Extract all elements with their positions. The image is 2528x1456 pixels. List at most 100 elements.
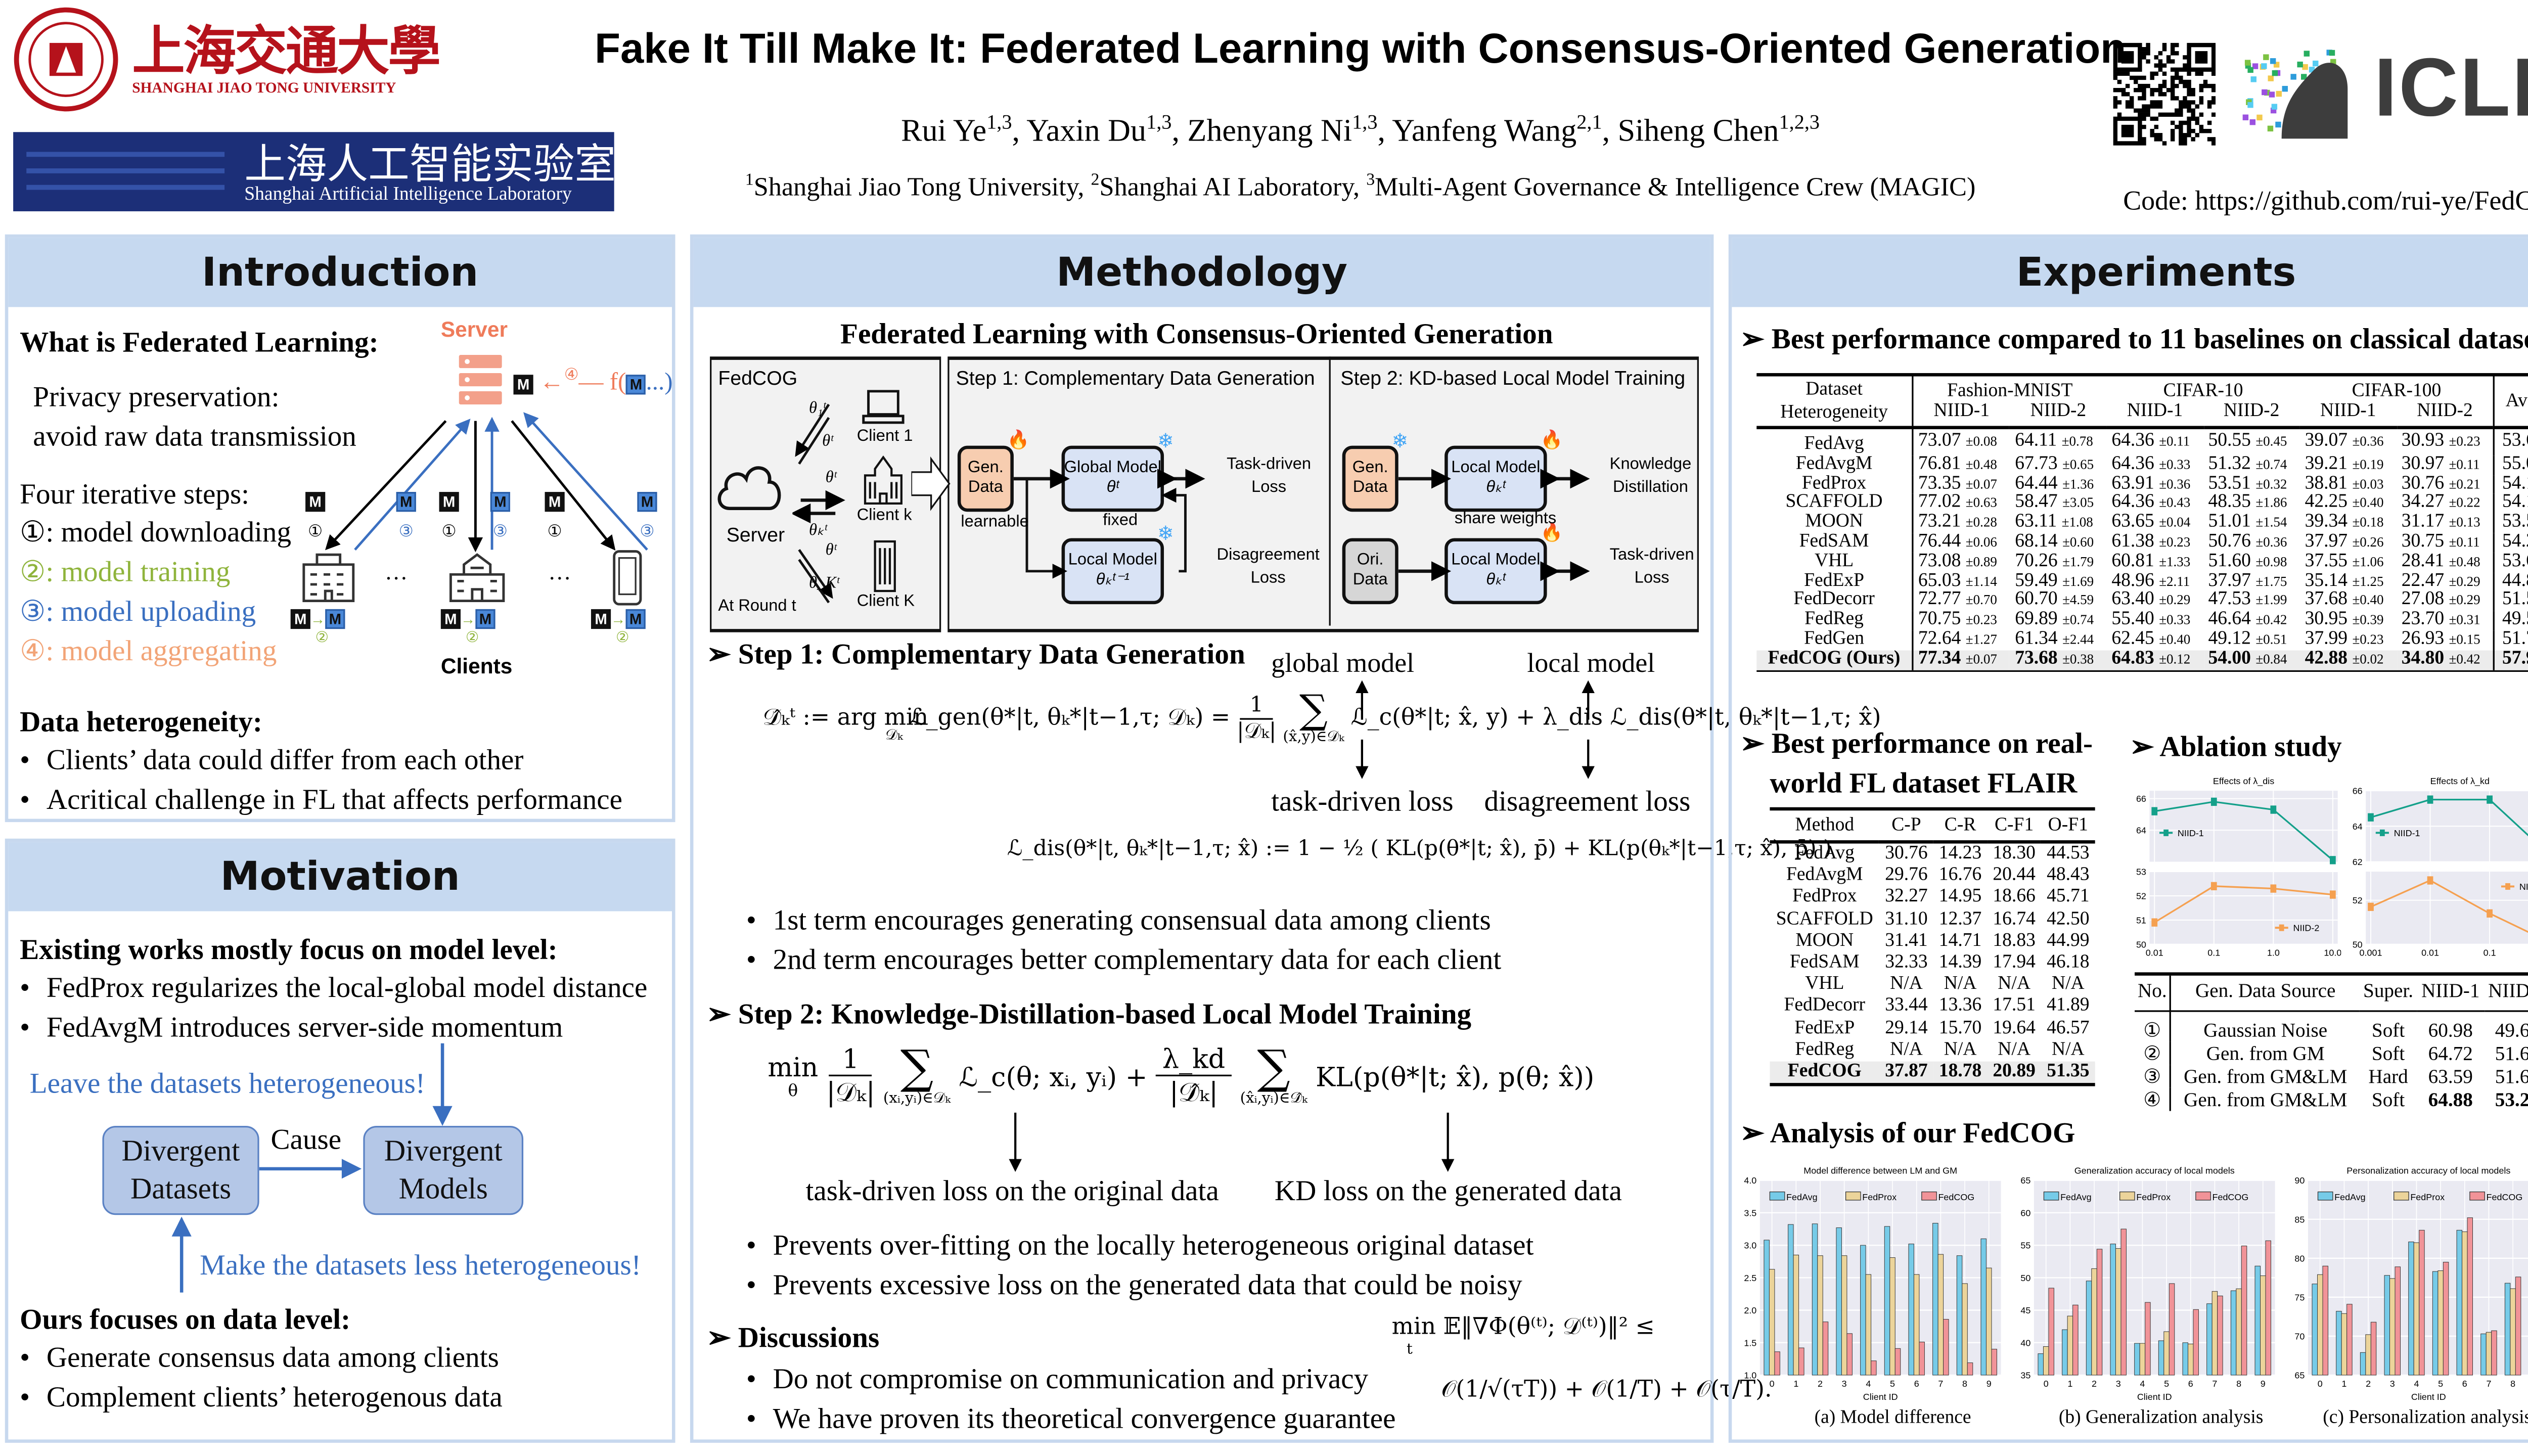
std-value: ±0.38 <box>2062 652 2094 667</box>
fedcog-label: FedCOG <box>718 366 798 390</box>
iclr-dot <box>2330 59 2336 65</box>
global-model-label: global model <box>1271 647 1415 679</box>
x-tick-label: 0 <box>2318 1379 2323 1389</box>
value-cell: 45.71 <box>2047 887 2090 907</box>
dataset-header: CIFAR-10 <box>2163 381 2243 401</box>
y-tick-label: 1.5 <box>1744 1338 1756 1348</box>
qr-module <box>2113 141 2118 146</box>
method-cell: SCAFFOLD <box>1756 493 1914 514</box>
theta-label: θᵗ <box>825 469 837 487</box>
qr-module <box>2134 75 2138 80</box>
step-uploading: ③: model uploading <box>20 594 256 627</box>
qr-module <box>2121 128 2126 133</box>
x-tick-label: 4 <box>2414 1379 2419 1389</box>
value-cell: 58.47 ±3.05 <box>2010 493 2106 514</box>
x-axis-label: Client ID <box>2411 1392 2446 1402</box>
plot-background <box>2149 872 2338 944</box>
step3-marker: ③ <box>492 523 508 542</box>
value-cell: 34.80 ±0.42 <box>2396 649 2494 670</box>
bar-fedavg <box>2408 1241 2414 1376</box>
std-value: ±0.33 <box>2159 612 2191 628</box>
x-tick-label: 1.0 <box>2267 948 2280 958</box>
box-line: θₖᵗ⁻¹ <box>1096 571 1130 589</box>
value-cell: Soft <box>2371 1018 2405 1042</box>
value-cell: 64.36 ±0.11 <box>2107 428 2203 456</box>
mean-value: 37.55 <box>2305 551 2348 571</box>
bar-fedavg <box>1764 1240 1770 1376</box>
qr-module <box>2129 124 2134 129</box>
qr-module <box>2187 51 2191 56</box>
x-tick-label: 8 <box>2236 1379 2241 1389</box>
y-tick-label: 50 <box>2020 1273 2030 1283</box>
qr-module <box>2117 79 2122 84</box>
code-link[interactable]: Code: https://github.com/rui-ye/FedCOG <box>2123 185 2528 216</box>
box-line: θₖᵗ <box>1486 571 1506 589</box>
qr-module <box>2211 96 2216 101</box>
qr-module <box>2211 87 2216 93</box>
eq-annotation-arrows <box>1356 680 1595 779</box>
ailab-emblem-icon <box>26 152 225 190</box>
qr-module <box>2134 67 2138 72</box>
value-cell: 61.34 ±2.44 <box>2010 629 2106 650</box>
qr-module <box>2121 92 2126 97</box>
legend-label: FedProx <box>2136 1192 2171 1202</box>
qr-module <box>2121 133 2126 138</box>
bar-fedprox <box>2067 1315 2073 1376</box>
bar-fedprox <box>1769 1269 1775 1376</box>
y-tick-label: 65 <box>2020 1175 2030 1186</box>
qr-module <box>2211 137 2216 142</box>
std-value: ±1.27 <box>1965 632 1997 647</box>
x-tick-label: 0.01 <box>2146 948 2163 958</box>
iclr-dot <box>2242 114 2249 120</box>
chart-title: Generalization accuracy of local models <box>2074 1166 2235 1176</box>
table-header-cell: O-F1 <box>2041 810 2095 844</box>
value-cell: 46.64 ±0.42 <box>2203 610 2300 631</box>
mean-value: 37.97 <box>2208 570 2251 590</box>
qr-module <box>2142 47 2146 52</box>
value-cell: 38.81 ±0.03 <box>2300 473 2397 494</box>
qr-module <box>2207 83 2212 88</box>
qr-module <box>2162 71 2167 76</box>
label-line: Task-driven <box>1609 546 1694 565</box>
bar-fedcog <box>1871 1360 1877 1376</box>
qr-module <box>2125 141 2130 146</box>
iclr-dot <box>2250 76 2256 82</box>
data-point <box>2151 918 2158 927</box>
mean-value: 72.77 <box>1918 589 1961 610</box>
box-line: Local Model <box>1451 551 1541 570</box>
qr-module <box>2138 63 2142 68</box>
y-tick-label: 70 <box>2294 1331 2305 1341</box>
qr-module <box>2199 55 2204 60</box>
qr-module <box>2195 133 2199 138</box>
bar-fedcog <box>1919 1342 1925 1376</box>
qr-module <box>2113 59 2118 64</box>
mean-value: 42.25 <box>2305 492 2348 513</box>
eq-part: ℒ_gen(θ*|t, θₖ*|t−1,τ; 𝒟ₖ) = <box>909 705 1231 732</box>
bar-fedprox <box>1793 1254 1799 1376</box>
bar-fedavg <box>2230 1290 2237 1376</box>
box-line: θₖᵗ <box>1486 478 1506 497</box>
value-cell: 73.68 ±0.38 <box>2010 649 2107 670</box>
qr-module <box>2207 137 2212 142</box>
qr-module <box>2175 42 2179 48</box>
affiliation-name: Multi-Agent Governance & Intelligence Cr… <box>1375 173 1976 202</box>
qr-module <box>2134 42 2138 48</box>
qr-module <box>2199 128 2204 133</box>
bar-fedprox <box>2236 1288 2242 1376</box>
analysis-heading: ➢ Analysis of our FedCOG <box>1740 1116 2075 1149</box>
qr-module <box>2162 92 2167 97</box>
affiliation-list: 1Shanghai Jiao Tong University, 2Shangha… <box>0 172 2528 204</box>
qr-module <box>2195 55 2199 60</box>
mean-value: 61.38 <box>2111 531 2154 552</box>
qr-module <box>2183 96 2187 101</box>
bar-fedavg <box>2062 1329 2068 1376</box>
std-value: ±0.65 <box>2062 457 2094 472</box>
y-tick-label: 64 <box>2136 826 2146 836</box>
value-cell: 13.36 <box>1938 996 1982 1016</box>
mean-value: 39.21 <box>2305 453 2348 474</box>
methodology-heading: Methodology <box>693 238 1710 307</box>
series-line <box>2370 799 2528 837</box>
